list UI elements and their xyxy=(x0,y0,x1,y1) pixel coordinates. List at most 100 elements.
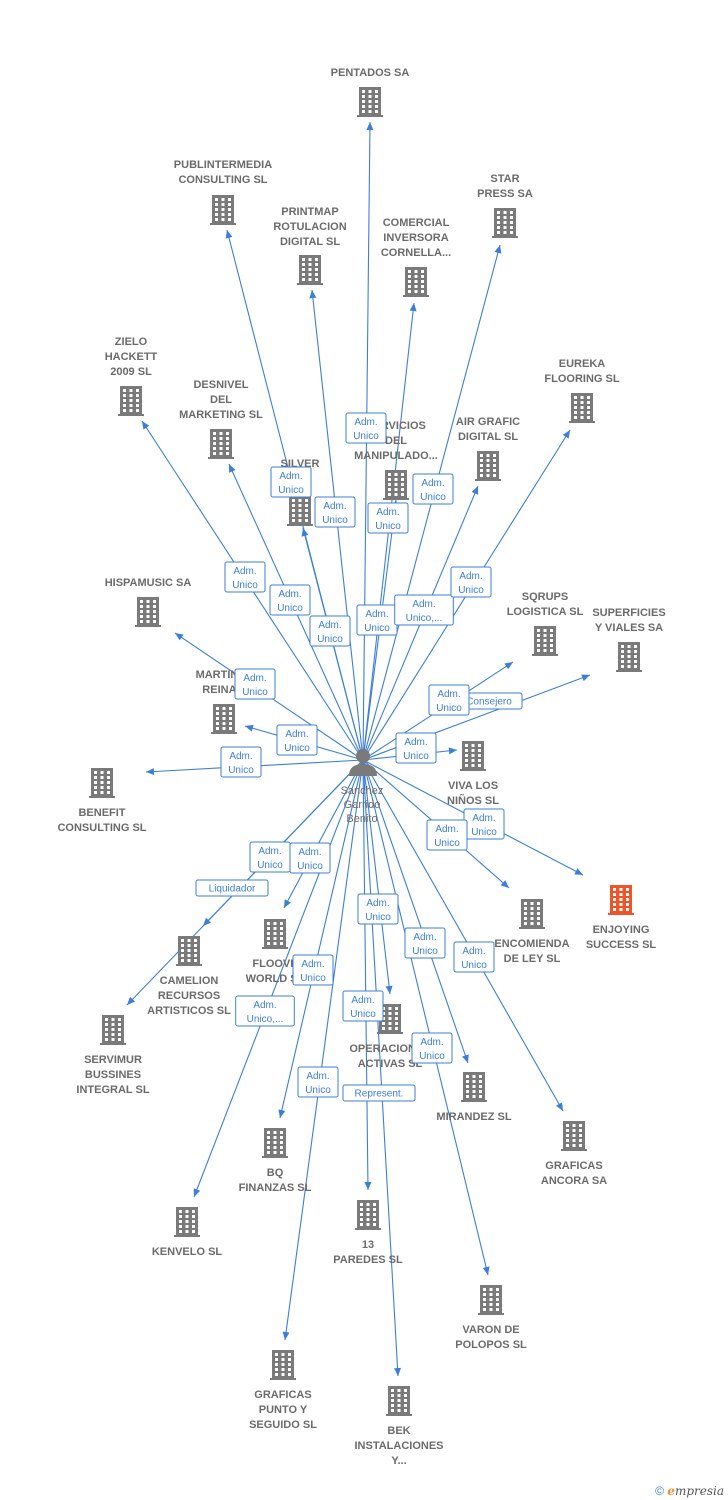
company-node-mirandez[interactable]: MIRANDEZ SL xyxy=(436,1072,512,1123)
relation-label-bq[interactable]: Adm.Unico xyxy=(292,954,334,986)
relation-label-publintermedia[interactable]: Adm.Unico xyxy=(309,615,351,647)
relation-label-eureka[interactable]: Adm.Unico xyxy=(450,566,492,598)
company-node-comercial[interactable]: COMERCIALINVERSORACORNELLA... xyxy=(381,217,451,297)
company-label-line: CORNELLA... xyxy=(381,247,451,259)
company-label-line: MIRANDEZ SL xyxy=(436,1111,511,1123)
center-person-node[interactable]: Sanchez Garrido Benito xyxy=(341,749,384,825)
company-label-line: ANCORA SA xyxy=(541,1175,607,1187)
relation-text: Adm. xyxy=(365,609,388,620)
relation-box xyxy=(411,1032,453,1064)
relation-box xyxy=(412,473,454,505)
arrowhead-icon xyxy=(309,290,317,299)
company-node-servicios[interactable]: SERVICIOSDELMANIPULADO... xyxy=(354,420,438,500)
relation-text: Unico xyxy=(300,973,326,984)
relation-label-martinez[interactable]: Adm.Unico xyxy=(276,724,318,756)
relation-text: Adm. xyxy=(318,620,341,631)
company-label-line: LOGISTICA SL xyxy=(507,606,584,618)
arrowhead-icon xyxy=(504,662,513,670)
company-node-bek[interactable]: BEKINSTALACIONESY... xyxy=(354,1386,444,1467)
arrowhead-icon xyxy=(500,880,509,888)
relation-label-printmap[interactable]: Adm.Unico xyxy=(314,496,356,528)
company-label-line: FLOORING SL xyxy=(544,373,619,385)
relation-label-camelion[interactable]: Adm.Unico xyxy=(249,841,291,873)
company-label-line: CONSULTING SL xyxy=(178,174,267,186)
company-label-line: ENJOYING xyxy=(593,924,650,936)
relation-label-graficasancora[interactable]: Adm.Unico xyxy=(453,941,495,973)
relation-label-silver[interactable]: Adm.Unico xyxy=(270,466,312,498)
building-icon xyxy=(608,885,634,915)
building-icon xyxy=(135,597,161,627)
relation-label-comercial[interactable]: Adm.Unico xyxy=(367,502,409,534)
relation-label-servicios[interactable]: Adm.Unico xyxy=(345,412,387,444)
relation-label-desnivel[interactable]: Adm.Unico xyxy=(269,584,311,616)
relation-label-kenvelo[interactable]: Adm.Unico,... xyxy=(235,995,295,1027)
building-icon xyxy=(532,626,558,656)
company-label-line: FINANZAS SL xyxy=(239,1182,312,1194)
relation-label-airgrafic[interactable]: Adm.Unico xyxy=(412,473,454,505)
edge-operaciones xyxy=(362,759,393,995)
relation-label-operaciones[interactable]: Adm.Unico xyxy=(357,893,399,925)
relation-label-encomienda[interactable]: Adm.Unico xyxy=(426,819,468,851)
company-label-line: BEK xyxy=(387,1425,410,1437)
edge-floove xyxy=(283,759,364,909)
arrowhead-icon xyxy=(284,899,291,908)
relation-label-trece[interactable]: Adm.Unico xyxy=(342,990,384,1022)
company-label-line: KENVELO SL xyxy=(152,1246,223,1258)
relation-label-pentados[interactable]: Adm.Unico xyxy=(356,604,398,636)
arrowhead-icon xyxy=(562,430,570,439)
edge-varon xyxy=(362,759,490,1276)
relation-text: Unico xyxy=(232,580,258,591)
company-label-line: SUPERFICIES xyxy=(592,607,665,619)
relation-text: Unico xyxy=(458,585,484,596)
relation-box xyxy=(314,496,356,528)
building-icon xyxy=(355,1200,381,1230)
relation-label-star[interactable]: Adm.Unico,... xyxy=(394,594,454,626)
arrowhead-icon xyxy=(555,1102,563,1111)
edge-line xyxy=(362,759,391,995)
company-node-hispamusic[interactable]: HISPAMUSIC SA xyxy=(105,577,192,627)
relation-label-benefit[interactable]: Adm.Unico xyxy=(220,746,262,778)
relation-label-varon[interactable]: Adm.Unico xyxy=(411,1032,453,1064)
relation-label-zielo[interactable]: Adm.Unico xyxy=(224,561,266,593)
relation-text: Unico xyxy=(305,1085,331,1096)
company-label-line: PENTADOS SA xyxy=(331,67,410,79)
relation-label-vivalos[interactable]: Adm.Unico xyxy=(395,732,437,764)
relation-label-enjoying[interactable]: Adm.Unico xyxy=(463,808,505,840)
arrowhead-icon xyxy=(409,303,417,312)
building-icon xyxy=(403,267,429,297)
relation-text: Unico xyxy=(403,751,429,762)
company-node-pentados[interactable]: PENTADOS SA xyxy=(331,67,410,117)
relation-label-servimur[interactable]: Liquidador xyxy=(195,879,269,897)
relation-label-sqrups[interactable]: Adm.Unico xyxy=(428,684,470,716)
relation-label-bek[interactable]: Represent. xyxy=(342,1084,416,1102)
relation-label-floove[interactable]: Adm.Unico xyxy=(289,842,331,874)
relation-label-hispamusic[interactable]: Adm.Unico xyxy=(234,668,276,700)
relation-text: Adm. xyxy=(279,471,302,482)
relation-label-graficaspunto[interactable]: Adm.Unico xyxy=(297,1066,339,1098)
company-node-kenvelo[interactable]: KENVELO SL xyxy=(152,1207,223,1258)
relation-label-mirandez[interactable]: Adm.Unico xyxy=(404,927,446,959)
